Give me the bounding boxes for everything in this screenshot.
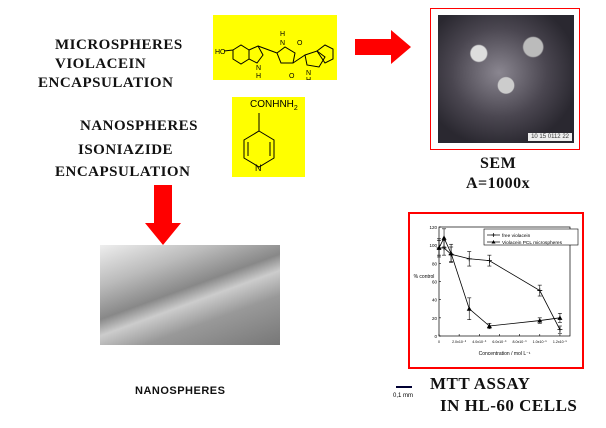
- y-tick-label: 40: [432, 298, 438, 303]
- y-tick-label: 0: [434, 334, 437, 339]
- svg-text:H: H: [256, 73, 261, 80]
- sem-title: SEM: [480, 155, 517, 172]
- data-point-triangle: [441, 235, 447, 240]
- y-tick-label: 60: [432, 280, 438, 285]
- nanospheres-caption: NANOSPHERES: [135, 385, 226, 397]
- x-tick-label: 1.2x10⁻⁵: [553, 340, 568, 344]
- scale-bar: [396, 386, 412, 388]
- violacein-molecule-icon: HO N H O N H O N H: [215, 31, 334, 84]
- x-tick-label: 1.0x10⁻⁵: [533, 340, 548, 344]
- svg-text:HO: HO: [215, 49, 226, 56]
- svg-text:O: O: [289, 73, 295, 80]
- microspheres-label-1: MICROSPHERES: [55, 37, 183, 53]
- down-arrow-icon: [145, 185, 181, 245]
- legend-box: [483, 228, 579, 246]
- microspheres-label-2: VIOLACEIN: [55, 56, 147, 72]
- data-point-triangle: [486, 323, 492, 329]
- x-tick-label: 0: [438, 340, 440, 344]
- nanospheres-label-2: ISONIAZIDE: [78, 142, 174, 158]
- series-line-1: [438, 236, 560, 327]
- mtt-title-2: IN HL-60 CELLS: [440, 396, 578, 415]
- y-tick-label: 80: [432, 261, 438, 266]
- data-point-triangle: [448, 250, 454, 256]
- y-tick-label: 20: [432, 316, 438, 321]
- nanospheres-sem-image: [100, 245, 280, 345]
- legend-label: free violacein: [502, 233, 531, 239]
- x-tick-label: 8.0x10⁻⁶: [513, 340, 528, 344]
- mtt-chart-frame: 0 20 40 60 80 100 120 0 2.0x10⁻⁶ 4.0x10⁻⁶ 6.0x10⁻⁶…: [408, 212, 584, 369]
- sem-frame: 10 15 0112 22: [430, 8, 580, 150]
- data-point-plus: [557, 327, 563, 333]
- scale-bar-label: 0,1 mm: [393, 393, 414, 399]
- legend-label: Violacein PCL microspheres: [502, 240, 563, 246]
- microspheres-label-3: ENCAPSULATION: [38, 75, 174, 91]
- x-tick-label: 6.0x10⁻⁶: [492, 340, 507, 344]
- svg-text:O: O: [297, 40, 303, 47]
- y-axis-label: % control: [414, 274, 435, 280]
- svg-text:N: N: [280, 40, 285, 47]
- isoniazid-subscript: 2: [293, 105, 298, 112]
- data-point-plus: [537, 288, 543, 294]
- x-axis-label: Concentration / mol L⁻¹: [479, 351, 531, 357]
- data-point-triangle: [557, 315, 563, 320]
- svg-text:H: H: [306, 77, 311, 80]
- x-tick-label: 4.0x10⁻⁶: [472, 340, 487, 344]
- mtt-chart: 0 20 40 60 80 100 120 0 2.0x10⁻⁶ 4.0x10⁻⁶ 6.0x10⁻⁶…: [414, 225, 579, 357]
- isoniazid-substituent: CONHNH: [250, 99, 294, 110]
- legend-marker-triangle: [491, 240, 496, 244]
- series-line-0: [439, 247, 561, 330]
- nanospheres-label-3: ENCAPSULATION: [55, 164, 191, 180]
- nanospheres-label-1: NANOSPHERES: [80, 118, 199, 134]
- sem-magnification: A=1000x: [466, 175, 531, 192]
- x-tick-label: 2.0x10⁻⁶: [452, 340, 467, 344]
- sem-image: 10 15 0112 22: [438, 15, 574, 143]
- y-tick-label: 120: [429, 225, 437, 230]
- violacein-structure: HO N H O N H O N H: [213, 15, 337, 84]
- isoniazid-ring-n: N: [255, 163, 262, 173]
- svg-text:N: N: [306, 70, 311, 77]
- sem-image-caption: 10 15 0112 22: [528, 133, 572, 141]
- svg-text:N: N: [256, 65, 261, 72]
- data-point-plus: [486, 258, 492, 264]
- data-point-triangle: [537, 318, 543, 323]
- right-arrow-icon: [355, 30, 411, 64]
- y-tick-label: 100: [429, 243, 437, 248]
- mtt-title-1: MTT ASSAY: [430, 374, 531, 393]
- data-point-triangle: [436, 245, 442, 250]
- data-point-plus: [466, 256, 472, 262]
- legend-marker-plus: [491, 233, 496, 237]
- data-point-triangle: [466, 306, 472, 311]
- svg-text:H: H: [280, 31, 285, 38]
- isoniazid-structure: CONHNH2 N: [232, 97, 305, 177]
- isoniazid-molecule-icon: [243, 113, 275, 168]
